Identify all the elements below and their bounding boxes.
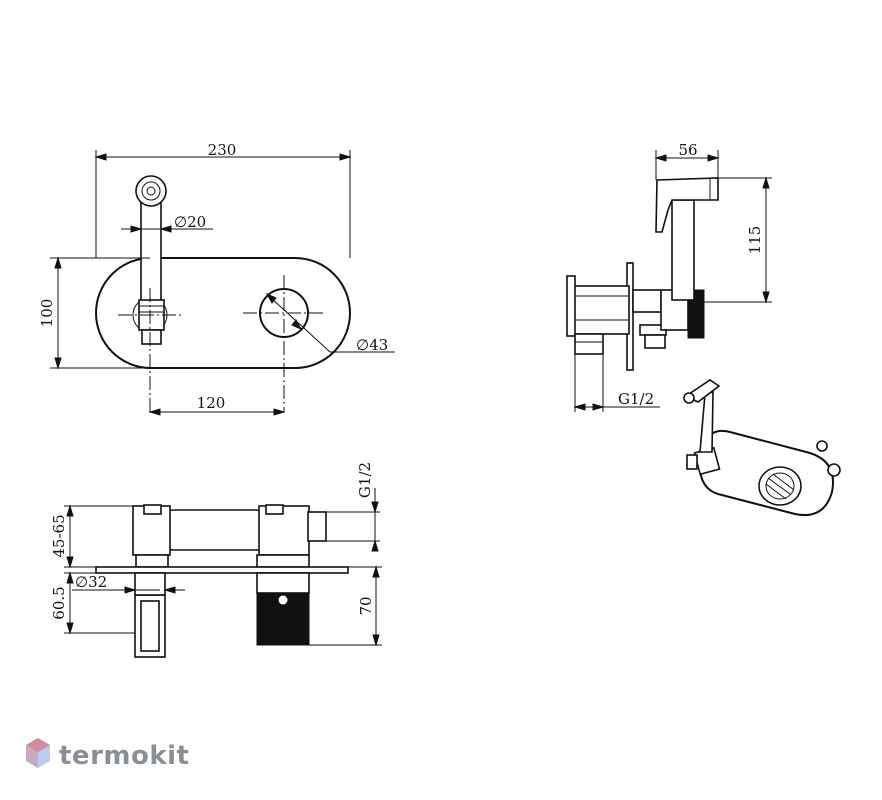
side-box-body — [571, 285, 630, 335]
side-view: 56 115 G1/2 — [566, 141, 772, 412]
dim-top-box-depth: 70 — [357, 596, 375, 615]
front-holder-head — [135, 175, 167, 207]
dim-axis-spacing: 120 — [197, 394, 226, 412]
front-holder-base — [141, 329, 162, 345]
front-plate — [95, 257, 351, 369]
dim-top-depth-range: 45-65 — [50, 514, 68, 557]
side-handset-head — [655, 177, 719, 233]
top-wall-plate — [95, 566, 349, 574]
front-holder-tube — [140, 197, 162, 304]
side-holder-block — [632, 289, 662, 313]
top-view: G1/2 45-65 ∅32 60.5 70 — [50, 462, 382, 658]
side-lower-connector — [574, 333, 604, 355]
side-handset-stem — [671, 199, 695, 301]
front-holder-head-core — [146, 186, 156, 196]
dim-knob-diameter: ∅43 — [356, 336, 388, 354]
watermark-text: termokit — [59, 741, 189, 771]
front-holder-head-inner — [141, 181, 161, 201]
iso-view — [683, 379, 841, 516]
dim-front-width: 230 — [208, 141, 237, 159]
dim-side-thread: G1/2 — [618, 390, 654, 408]
dim-spout-diameter: ∅20 — [174, 213, 206, 231]
dim-top-outlet-diameter: ∅32 — [75, 573, 107, 591]
front-view: 230 ∅20 100 ∅43 120 — [38, 141, 395, 416]
dim-top-thread: G1/2 — [356, 462, 374, 498]
top-body-tube — [159, 509, 271, 551]
iso-knob — [758, 466, 802, 506]
termokit-logo-icon — [26, 738, 50, 768]
dim-side-height: 115 — [746, 226, 764, 255]
dim-top-body-depth: 60.5 — [50, 586, 68, 619]
dim-side-width: 56 — [678, 141, 697, 159]
iso-handset — [699, 390, 714, 453]
watermark: termokit — [26, 738, 189, 771]
dim-front-height: 100 — [38, 299, 56, 328]
